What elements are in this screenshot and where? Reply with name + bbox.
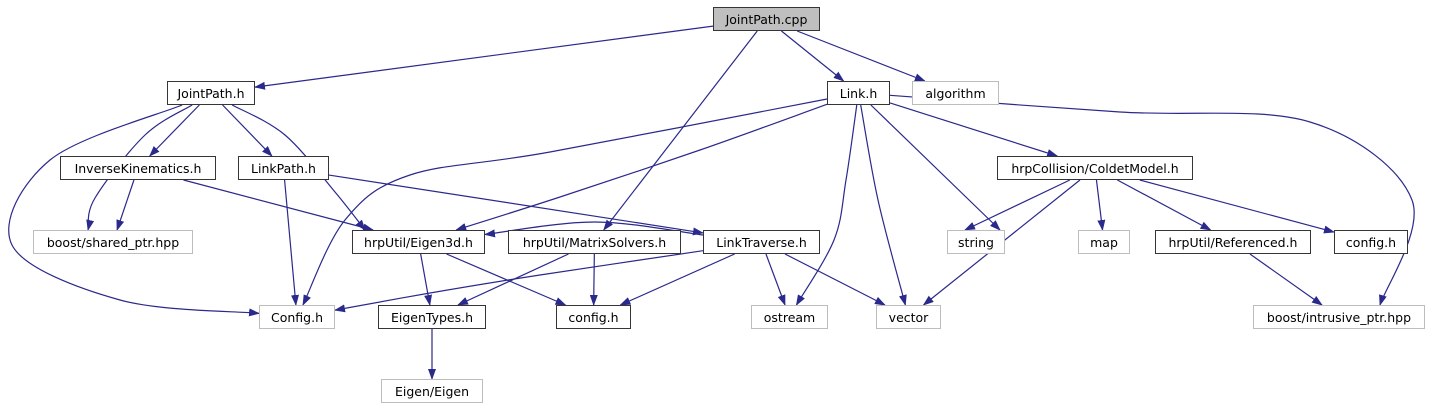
node-config_h_mid[interactable]: config.h — [556, 305, 631, 329]
node-intrusive_ptr: boost/intrusive_ptr.hpp — [1253, 305, 1425, 329]
node-eigentypes_h[interactable]: EigenTypes.h — [378, 305, 486, 329]
edge-eigen3d_h-config_h_mid — [446, 253, 567, 306]
edge-jointpath_h-inversekinematics_h — [148, 104, 200, 157]
node-eigen3d_h[interactable]: hrpUtil/Eigen3d.h — [352, 230, 485, 254]
edge-jointpath_cpp-jointpath_h — [254, 25, 714, 90]
edge-jointpath_h-config_h_cap — [8, 104, 260, 317]
edge-jointpath_cpp-algorithm — [796, 30, 926, 82]
node-vector: vector — [876, 305, 941, 329]
node-algorithm: algorithm — [912, 81, 999, 105]
edge-inversekinematics_h-shared_ptr — [116, 179, 135, 231]
edge-linktraverse_h-vector — [784, 253, 886, 306]
node-inversekinematics_h[interactable]: InverseKinematics.h — [60, 156, 216, 180]
edge-eigen3d_h-eigentypes_h — [420, 253, 433, 306]
node-eigen_eigen: Eigen/Eigen — [381, 379, 483, 403]
edge-linktraverse_h-config_h_mid — [619, 253, 735, 306]
node-jointpath_cpp: JointPath.cpp — [713, 7, 820, 31]
node-matrixsolvers_h[interactable]: hrpUtil/MatrixSolvers.h — [508, 230, 681, 254]
edge-coldetmodel_h-referenced_h — [1117, 179, 1212, 231]
edge-jointpath_h-linkpath_h — [222, 104, 273, 157]
edge-inversekinematics_h-eigen3d_h — [183, 179, 374, 232]
edge-linktraverse_h-config_h_cap — [334, 250, 704, 313]
edge-link_h-config_h_cap — [302, 98, 828, 306]
node-link_h[interactable]: Link.h — [827, 81, 890, 105]
edge-coldetmodel_h-string — [964, 179, 1071, 231]
edge-jointpath_cpp-matrixsolvers_h — [603, 30, 758, 231]
node-map: map — [1078, 230, 1130, 254]
edge-matrixsolvers_h-config_h_mid — [589, 253, 598, 306]
edge-linktraverse_h-ostream — [765, 253, 786, 306]
node-jointpath_h[interactable]: JointPath.h — [167, 81, 255, 105]
edge-link_h-coldetmodel_h — [889, 102, 1059, 157]
edge-link_h-vector — [860, 104, 907, 306]
node-linktraverse_h[interactable]: LinkTraverse.h — [703, 230, 820, 254]
node-config_h_cap: Config.h — [259, 305, 335, 329]
edge-linkpath_h-config_h_cap — [283, 179, 299, 306]
edge-link_h-intrusive_ptr — [889, 94, 1415, 306]
node-ostream: ostream — [751, 305, 828, 329]
node-shared_ptr: boost/shared_ptr.hpp — [33, 230, 193, 254]
edge-jointpath_cpp-link_h — [781, 30, 845, 82]
node-string: string — [947, 230, 1005, 254]
edge-linkpath_h-linktraverse_h — [328, 174, 704, 236]
edge-link_h-ostream — [795, 104, 858, 306]
node-linkpath_h[interactable]: LinkPath.h — [238, 156, 329, 180]
node-referenced_h[interactable]: hrpUtil/Referenced.h — [1155, 230, 1311, 254]
edge-matrixsolvers_h-eigentypes_h — [457, 253, 569, 306]
edge-coldetmodel_h-map — [1095, 179, 1106, 231]
edge-link_h-eigen3d_h — [455, 103, 828, 231]
edge-referenced_h-intrusive_ptr — [1249, 253, 1323, 306]
node-config_h_right[interactable]: config.h — [1334, 230, 1408, 254]
node-coldetmodel_h[interactable]: hrpCollision/ColdetModel.h — [997, 156, 1193, 180]
edge-link_h-string — [870, 104, 1001, 231]
edge-coldetmodel_h-config_h_right — [1139, 179, 1335, 234]
